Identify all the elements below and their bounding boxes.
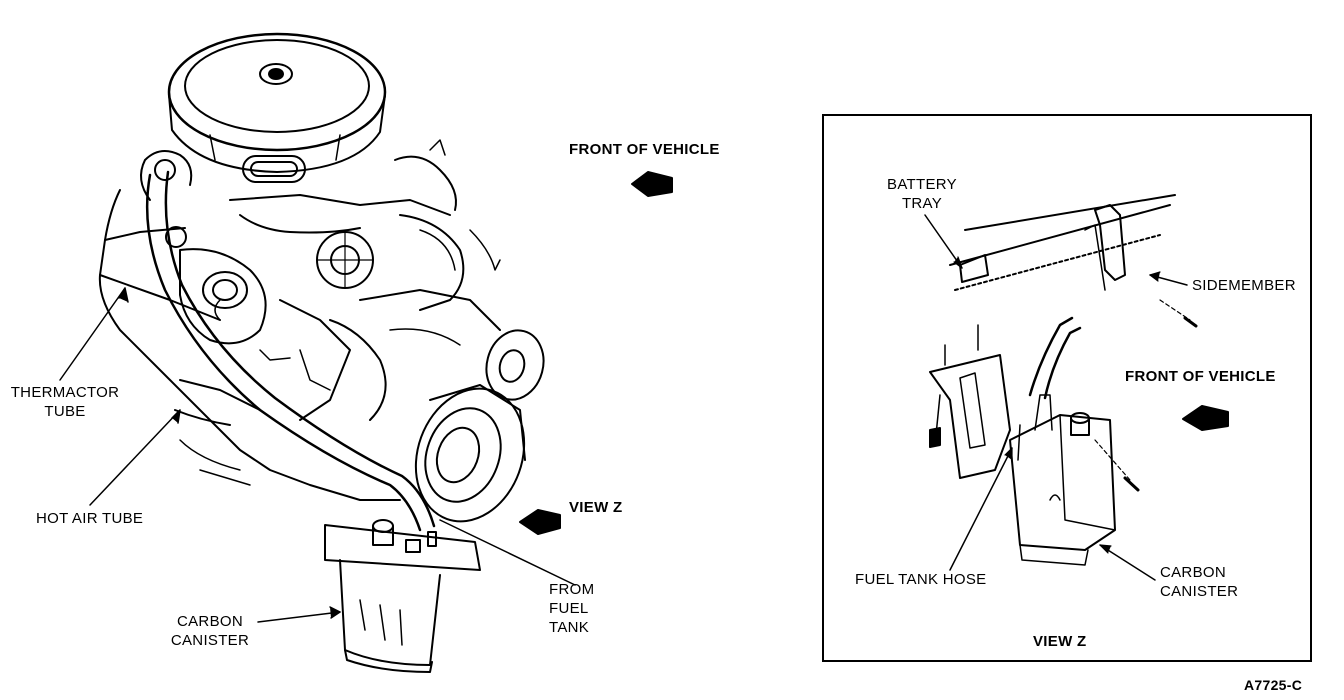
thermactor-tube-label: THERMACTOR TUBE	[0, 383, 130, 421]
fuel-tank-hose-label: FUEL TANK HOSE	[855, 571, 987, 588]
battery-tray-label-line-2: TRAY	[901, 195, 943, 212]
view-z-arrow-label: VIEW Z	[569, 499, 623, 516]
carbon-canister-main-label-line-2: CANISTER	[170, 632, 250, 649]
view-z-arrow-icon	[519, 509, 561, 535]
front-arrow-view-z-icon	[1182, 405, 1229, 431]
thermactor-hose	[145, 170, 436, 532]
carbon-canister-view-z-label-line-2: CANISTER	[1160, 583, 1239, 600]
thermactor-tube-label-line-1: THERMACTOR	[10, 384, 120, 401]
thermactor-tube-label-line-2: TUBE	[44, 403, 86, 420]
carbon-canister-view-z-label: CARBON CANISTER	[1160, 563, 1238, 601]
engine-block	[98, 139, 501, 501]
from-fuel-tank-label-line-2: FUEL	[549, 600, 589, 617]
compressor-pulley	[414, 329, 545, 523]
sidemember-label: SIDEMEMBER	[1192, 277, 1296, 294]
from-fuel-tank-label-line-3: TANK	[549, 619, 590, 636]
from-fuel-tank-label-line-1: FROM	[549, 581, 595, 598]
hot-air-tube-label: HOT AIR TUBE	[36, 510, 144, 527]
leader-lines-main	[59, 287, 576, 623]
view-z-panel	[822, 114, 1312, 662]
view-z-title: VIEW Z	[1033, 633, 1087, 650]
carbon-canister-main-label-line-1: CARBON	[177, 613, 243, 630]
front-of-vehicle-view-z-label: FRONT OF VEHICLE	[1125, 368, 1276, 385]
front-of-vehicle-label: FRONT OF VEHICLE	[569, 141, 720, 158]
carbon-canister-main-label: CARBON CANISTER	[155, 612, 265, 650]
carbon-canister-main	[324, 519, 481, 673]
air-cleaner	[167, 32, 387, 183]
figure-code: A7725-C	[1244, 677, 1303, 693]
carbon-canister-view-z-label-line-1: CARBON	[1160, 564, 1226, 581]
from-fuel-tank-label: FROM FUEL TANK	[549, 580, 594, 637]
battery-tray-label-line-1: BATTERY	[887, 176, 957, 193]
front-arrow-main-icon	[631, 171, 673, 197]
battery-tray-label: BATTERY TRAY	[870, 175, 974, 213]
view-z-detail-art	[924, 194, 1229, 581]
